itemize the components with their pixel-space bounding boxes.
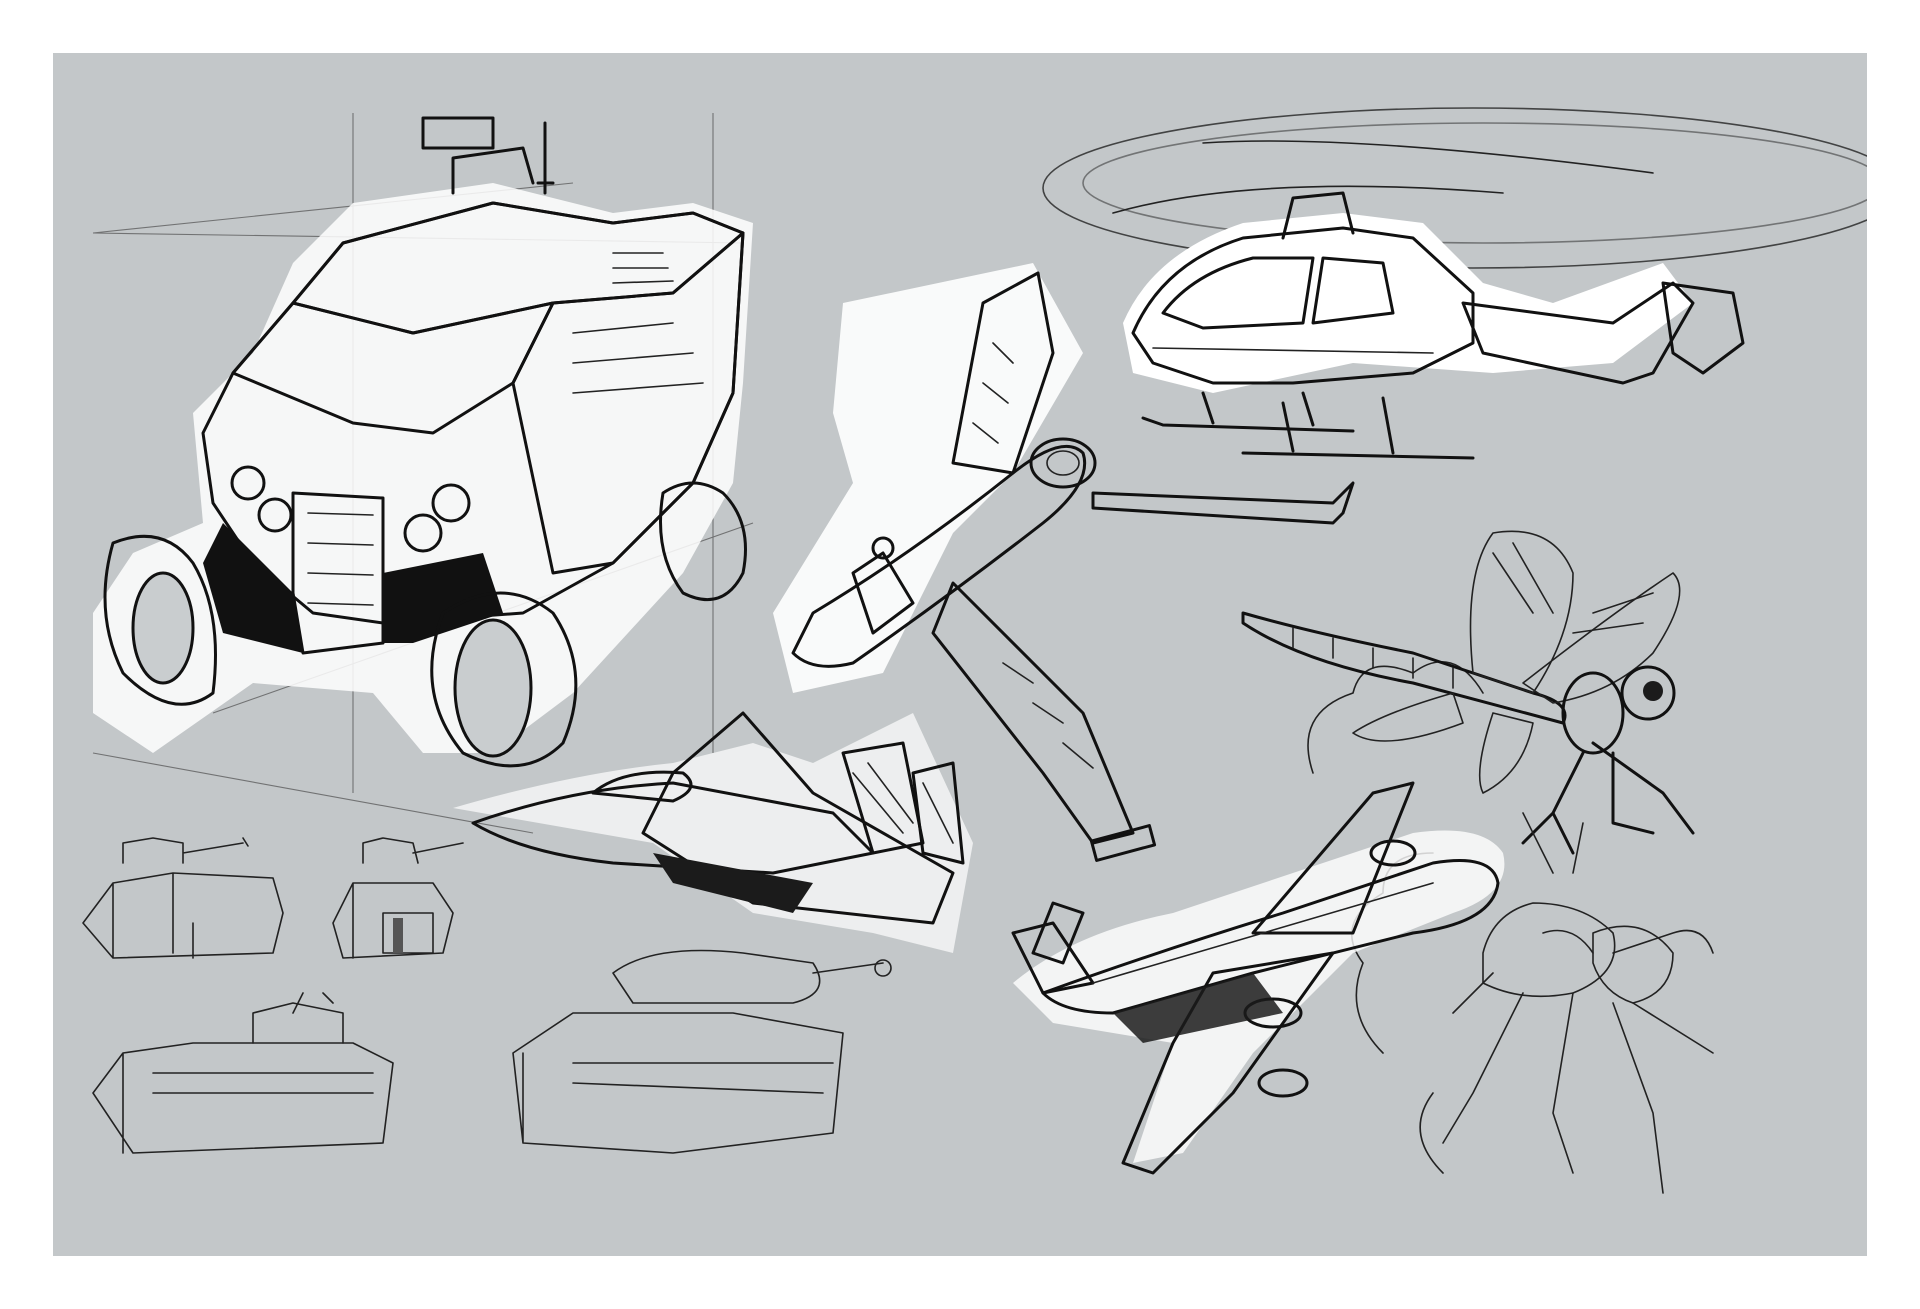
helicopter-icon [1042, 107, 1867, 460]
beetle-icon [1442, 812, 1714, 1194]
tank-icon [82, 837, 892, 1154]
armored-vehicle-icon [92, 113, 754, 834]
stealth-jet-icon [453, 711, 973, 953]
dragonfly-icon [1241, 530, 1695, 855]
sketch-sheet [53, 53, 1867, 1256]
cargo-plane-icon [1011, 661, 1505, 1175]
fighter-jet-icon [773, 263, 1355, 862]
